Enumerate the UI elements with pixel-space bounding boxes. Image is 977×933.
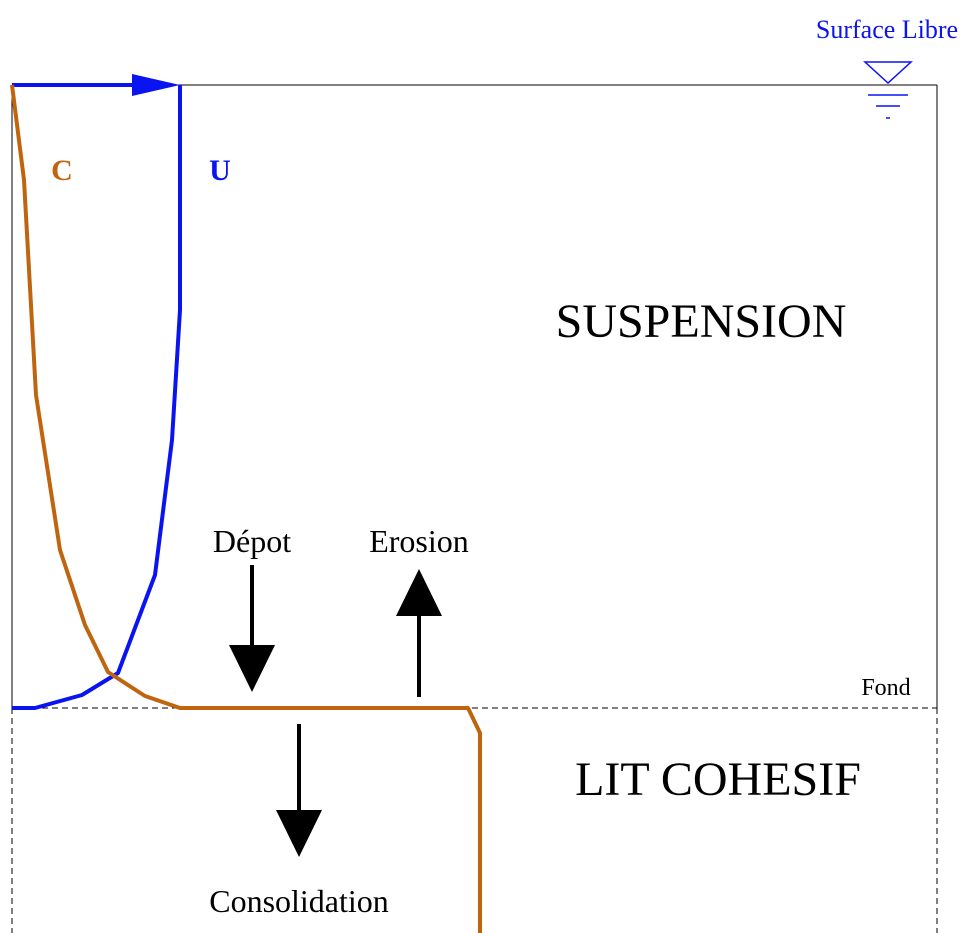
concentration-label: C (51, 154, 73, 187)
surface-label: Surface Libre (816, 15, 958, 44)
surface-velocity-arrowhead (132, 74, 180, 96)
suspension-label: SUSPENSION (556, 295, 847, 348)
consolidation-label: Consolidation (209, 883, 389, 919)
concentration-profile (10, 84, 482, 933)
velocity-label: U (209, 154, 231, 187)
consolidation-arrowhead (276, 810, 322, 857)
erosion-label: Erosion (369, 523, 469, 559)
erosion-arrowhead (396, 569, 442, 616)
depot-arrowhead (229, 645, 275, 692)
fond-label: Fond (861, 675, 910, 701)
depot-label: Dépot (213, 523, 291, 559)
velocity-profile (12, 85, 182, 710)
free-surface-icon (863, 61, 913, 119)
bed-label: LIT COHESIF (575, 753, 861, 806)
